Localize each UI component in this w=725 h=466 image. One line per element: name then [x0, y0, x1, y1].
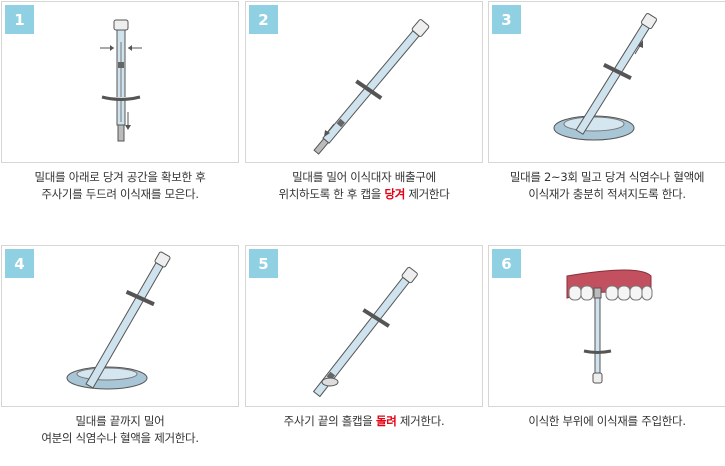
step-caption: 밀대를 끝까지 밀어 여분의 식염수나 혈액을 제거한다.	[1, 413, 239, 447]
step-5-panel: 5	[245, 245, 483, 407]
step-3-panel: 3	[488, 1, 725, 163]
syringe-diagonal-illustration	[246, 2, 482, 162]
step-4-panel: 4	[1, 245, 239, 407]
step-caption: 주사기 끝의 홀캡을 돌려 제거한다.	[245, 413, 483, 430]
step-caption: 밀대를 아래로 당겨 공간을 확보한 후 주사기를 두드려 이식재를 모은다.	[1, 169, 239, 203]
syringe-vertical-illustration	[2, 2, 238, 162]
step-6-panel: 6	[488, 245, 725, 407]
step-caption: 밀대를 밀어 이식대자 배출구에 위치하도록 한 후 캡을 당겨 제거한다	[245, 169, 483, 203]
syringe-cap-removal-illustration	[246, 246, 482, 406]
step-caption: 밀대를 2~3회 밀고 당겨 식염수나 혈액에 이식재가 충분히 적셔지도록 한…	[488, 169, 725, 203]
syringe-pushed-into-dish-illustration	[2, 246, 238, 406]
step-2-panel: 2	[245, 1, 483, 163]
syringe-in-dish-illustration	[489, 2, 725, 162]
step-caption: 이식한 부위에 이식재를 주입한다.	[488, 413, 725, 430]
teeth-injection-illustration	[489, 246, 725, 406]
step-1-panel: 1	[1, 1, 239, 163]
